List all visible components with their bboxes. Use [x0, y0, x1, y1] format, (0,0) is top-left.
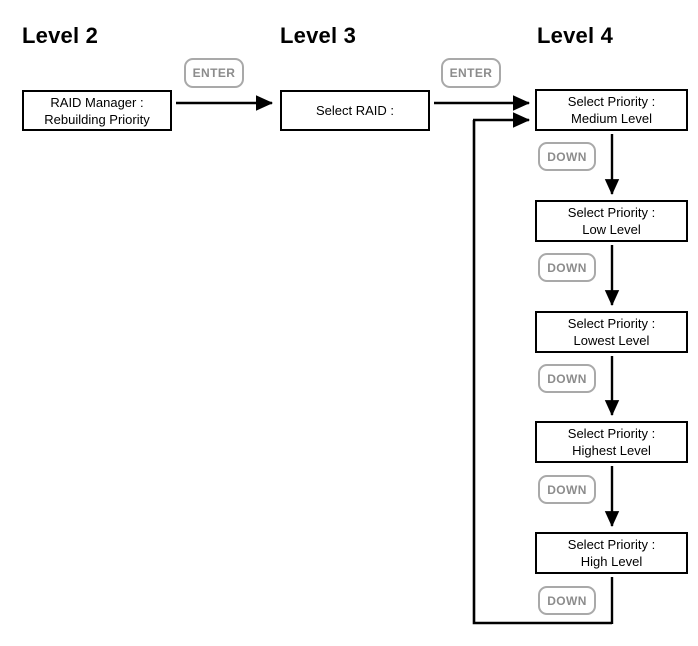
- menu-box-line-1: Select Priority :: [567, 537, 656, 552]
- menu-box-line-1: RAID Manager :: [50, 94, 144, 110]
- menu-box-line-2: Highest Level: [572, 443, 651, 458]
- heading-level-3: Level 3: [280, 23, 357, 48]
- menu-box-line-2: Lowest Level: [573, 333, 650, 348]
- menu-box-line-2: Medium Level: [571, 111, 652, 126]
- down-key-badge-4[interactable]: DOWN: [538, 475, 596, 504]
- menu-box-select-priority-highest-level[interactable]: Select Priority : Highest Level: [535, 421, 688, 463]
- menu-box-line-1: Select Priority :: [567, 94, 656, 109]
- heading-level-2: Level 2: [22, 23, 99, 48]
- heading-level-4: Level 4: [537, 23, 614, 48]
- down-key-badge-1[interactable]: DOWN: [538, 142, 596, 171]
- menu-box-line-2: High Level: [580, 554, 643, 569]
- menu-box-select-raid[interactable]: Select RAID :: [280, 90, 430, 131]
- menu-box-select-priority-high-level[interactable]: Select Priority : High Level: [535, 532, 688, 574]
- down-key-badge-5[interactable]: DOWN: [538, 586, 596, 615]
- down-key-badge-3[interactable]: DOWN: [538, 364, 596, 393]
- menu-box-line-1: Select Priority :: [567, 316, 656, 331]
- down-key-badge-2[interactable]: DOWN: [538, 253, 596, 282]
- menu-box-line-2: Rebuilding Priority: [44, 111, 150, 127]
- menu-box-line-2: Low Level: [582, 222, 641, 237]
- menu-box-line-1: Select RAID :: [315, 103, 395, 118]
- menu-box-line-1: Select Priority :: [567, 426, 656, 441]
- menu-box-select-priority-low-level[interactable]: Select Priority : Low Level: [535, 200, 688, 242]
- menu-box-select-priority-medium-level[interactable]: Select Priority : Medium Level: [535, 89, 688, 131]
- menu-box-line-1: Select Priority :: [567, 205, 656, 220]
- enter-key-badge-1[interactable]: ENTER: [184, 58, 244, 88]
- enter-key-badge-2[interactable]: ENTER: [441, 58, 501, 88]
- menu-box-select-priority-lowest-level[interactable]: Select Priority : Lowest Level: [535, 311, 688, 353]
- menu-box-raid-manager-rebuilding-priority[interactable]: RAID Manager : Rebuilding Priority: [22, 90, 172, 131]
